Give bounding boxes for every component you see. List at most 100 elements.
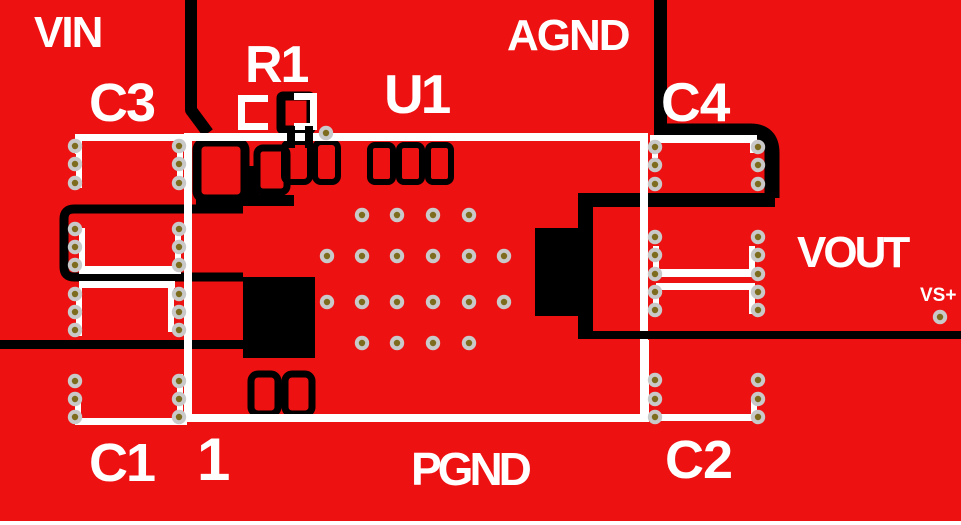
via-hole bbox=[754, 270, 762, 278]
via-hole bbox=[175, 179, 183, 187]
left-trace-h1 bbox=[79, 266, 181, 274]
label-agnd: AGND bbox=[507, 11, 631, 60]
via-hole bbox=[175, 308, 183, 316]
c2-silk-bottom bbox=[645, 414, 758, 421]
label-vout: VOUT bbox=[797, 228, 910, 277]
u1-pad-b1 bbox=[247, 370, 282, 418]
via-hole bbox=[651, 413, 659, 421]
via-hole bbox=[322, 129, 330, 137]
via-hole bbox=[175, 395, 183, 403]
label-pin1: 1 bbox=[197, 426, 231, 493]
via-hole bbox=[936, 313, 944, 321]
via-hole bbox=[651, 161, 659, 169]
label-vs-plus: VS+ bbox=[920, 285, 957, 306]
via-hole bbox=[429, 339, 437, 347]
via-hole bbox=[651, 306, 659, 314]
trace-agnd bbox=[654, 0, 667, 134]
via-hole bbox=[71, 142, 79, 150]
via-hole bbox=[175, 413, 183, 421]
via-hole bbox=[500, 298, 508, 306]
left-trace-h2 bbox=[79, 281, 175, 288]
c2-silk-stub-r bbox=[751, 400, 757, 415]
component-pad-right bbox=[535, 228, 592, 316]
u1-frame-bottom bbox=[184, 414, 648, 422]
c1-silk-stub bbox=[75, 401, 81, 419]
u1-pad-b2 bbox=[281, 370, 316, 418]
r1-bracket-l-t bbox=[238, 95, 268, 102]
label-c2: C2 bbox=[665, 430, 733, 490]
via-hole bbox=[358, 252, 366, 260]
via-hole bbox=[754, 395, 762, 403]
via-hole bbox=[71, 308, 79, 316]
u1-frame-right bbox=[640, 133, 648, 422]
via-hole bbox=[393, 298, 401, 306]
via-hole bbox=[429, 298, 437, 306]
via-hole bbox=[71, 261, 79, 269]
trace-bottom-left bbox=[0, 340, 250, 349]
via-hole bbox=[393, 252, 401, 260]
via-hole bbox=[71, 243, 79, 251]
via-hole bbox=[754, 413, 762, 421]
c2-silk-left bbox=[641, 340, 649, 422]
via-hole bbox=[71, 160, 79, 168]
via-hole bbox=[651, 233, 659, 241]
right-trace-v2 bbox=[749, 246, 755, 272]
silkscreen-white[interactable] bbox=[0, 93, 961, 525]
label-c3: C3 bbox=[89, 73, 156, 133]
via-hole bbox=[358, 339, 366, 347]
copper-traces-black[interactable] bbox=[0, 0, 780, 418]
u1-pad-t3 bbox=[425, 142, 454, 185]
via-grid[interactable] bbox=[67, 125, 948, 425]
r1-bracket-r-v bbox=[310, 93, 317, 130]
component-pad-left bbox=[243, 277, 315, 358]
via-hole bbox=[71, 377, 79, 385]
c4-silk-top bbox=[650, 135, 757, 143]
via-hole bbox=[754, 143, 762, 151]
label-u1: U1 bbox=[384, 63, 451, 125]
u1-pad-t1 bbox=[367, 142, 396, 185]
via-hole bbox=[71, 290, 79, 298]
u1-frame-top bbox=[184, 133, 648, 141]
u1-pad-t2 bbox=[396, 142, 425, 185]
via-hole bbox=[651, 288, 659, 296]
via-hole bbox=[175, 160, 183, 168]
trace-vout-long bbox=[578, 331, 961, 339]
via-hole bbox=[71, 413, 79, 421]
u1-pad1-outline bbox=[192, 137, 250, 204]
via-hole bbox=[71, 225, 79, 233]
via-hole bbox=[71, 179, 79, 187]
trace-left-loop bbox=[59, 204, 243, 282]
via-hole bbox=[71, 326, 79, 334]
via-hole bbox=[651, 395, 659, 403]
via-hole bbox=[71, 395, 79, 403]
via-hole bbox=[429, 211, 437, 219]
left-trace-v4 bbox=[168, 288, 174, 332]
via-hole bbox=[754, 251, 762, 259]
right-trace-h2 bbox=[656, 283, 755, 290]
via-hole bbox=[393, 211, 401, 219]
via-hole bbox=[175, 377, 183, 385]
c1-silk-bottom bbox=[75, 418, 187, 425]
trace-c4-loop bbox=[654, 123, 780, 198]
via-hole bbox=[175, 142, 183, 150]
right-trace-v3 bbox=[653, 290, 659, 314]
via-hole bbox=[754, 233, 762, 241]
via-hole bbox=[754, 376, 762, 384]
c3-silk-top bbox=[78, 134, 188, 141]
label-vin: VIN bbox=[34, 8, 103, 57]
via-hole bbox=[175, 326, 183, 334]
right-trace-v4 bbox=[749, 290, 755, 314]
label-c1: C1 bbox=[89, 433, 156, 493]
r1-bracket-l-b bbox=[238, 123, 268, 130]
via-hole bbox=[358, 211, 366, 219]
via-hole bbox=[323, 252, 331, 260]
via-hole bbox=[429, 252, 437, 260]
via-hole bbox=[651, 180, 659, 188]
trace-overlay-black[interactable] bbox=[287, 126, 961, 339]
u1-pad-r1a bbox=[281, 139, 313, 185]
r1-bracket-r-t bbox=[294, 93, 317, 100]
trace-mid-band bbox=[578, 193, 775, 207]
via-hole bbox=[175, 225, 183, 233]
